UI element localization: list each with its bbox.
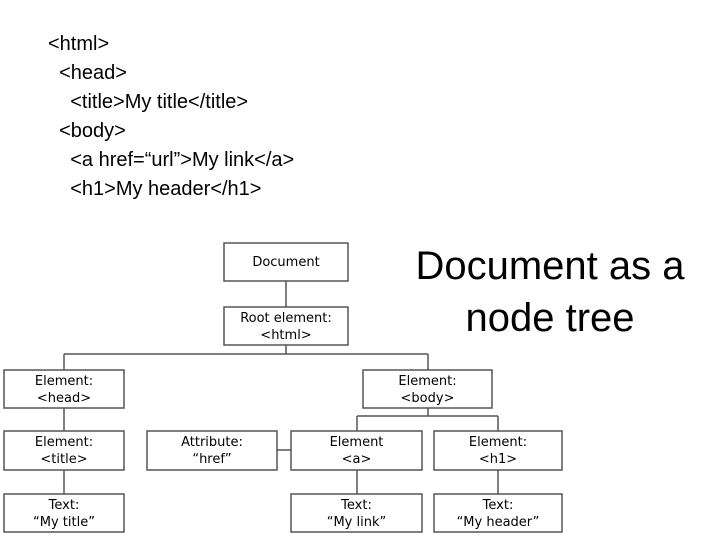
tree-node-label: Attribute: [181, 435, 243, 450]
tree-node-value: <head> [37, 391, 91, 406]
tree-node-box [362, 369, 493, 409]
tree-node-label: Element: [398, 374, 456, 389]
tree-node-text-my-header: Text: “My header” [433, 493, 563, 533]
tree-node-text-my-link: Text: “My link” [290, 493, 423, 533]
tree-node-element-body: Element: <body> [362, 369, 493, 409]
tree-node-value: <body> [401, 391, 455, 406]
tree-node-box [3, 430, 125, 471]
tree-node-label: Element: [35, 435, 93, 450]
tree-node-label: Document [252, 255, 319, 270]
tree-node-box [223, 242, 349, 282]
tree-node-document: Document [223, 242, 349, 282]
tree-node-box [433, 430, 563, 471]
tree-node-box [290, 493, 423, 533]
tree-node-box [433, 493, 563, 533]
code-line-link: <a href=“url”>My link</a> [48, 149, 295, 171]
tree-node-box [3, 369, 125, 409]
tree-node-label: Root element: [240, 311, 332, 326]
code-line-body: <body> [48, 120, 126, 142]
tree-node-value: “My header” [457, 515, 540, 530]
tree-node-box [3, 493, 125, 533]
tree-node-element-a: Element <a> [290, 430, 423, 471]
tree-connectors [63, 281, 499, 494]
tree-node-label: Element: [469, 435, 527, 450]
slide-heading: Document as a node tree [390, 240, 710, 344]
tree-node-label: Element: [35, 374, 93, 389]
tree-node-element-h1: Element: <h1> [433, 430, 563, 471]
tree-node-label: Text: [340, 498, 372, 513]
tree-node-value: <h1> [479, 452, 517, 467]
code-line-head: <head> [48, 62, 127, 84]
html-code-sample: <html> <head> <title>My title</title> <b… [48, 30, 428, 204]
tree-node-label: Element [330, 435, 384, 450]
code-line-title: <title>My title</title> [48, 91, 249, 113]
tree-node-value: <html> [260, 328, 311, 343]
tree-node-value: <title> [40, 452, 87, 467]
tree-node-box [223, 306, 349, 346]
code-line-html: <html> [48, 33, 110, 55]
tree-node-label: Text: [482, 498, 514, 513]
tree-node-box [146, 430, 278, 471]
tree-node-label: Text: [48, 498, 80, 513]
tree-node-root-element: Root element: <html> [223, 306, 349, 346]
tree-node-element-title: Element: <title> [3, 430, 125, 471]
code-line-h1: <h1>My header</h1> [48, 178, 262, 200]
heading-line-2: node tree [465, 296, 635, 340]
tree-node-attribute-href: Attribute: “href” [146, 430, 278, 471]
tree-node-text-my-title: Text: “My title” [3, 493, 125, 533]
tree-node-element-head: Element: <head> [3, 369, 125, 409]
tree-node-value: <a> [342, 452, 372, 467]
tree-node-value: “My link” [327, 515, 387, 530]
tree-node-box [290, 430, 423, 471]
tree-node-value: “My title” [33, 515, 95, 530]
tree-node-value: “href” [192, 452, 231, 467]
heading-line-1: Document as a [415, 244, 685, 288]
